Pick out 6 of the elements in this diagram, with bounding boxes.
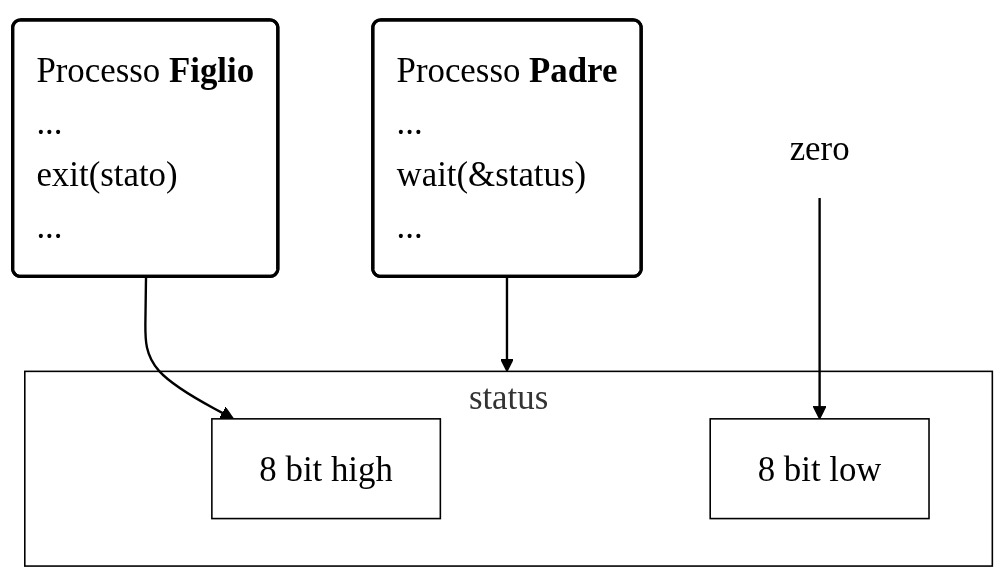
arrow (500, 276, 514, 372)
arrow (812, 198, 827, 420)
arrow (144, 277, 235, 420)
node-box: 8 bit low (709, 418, 930, 520)
node-text: zero (789, 128, 850, 168)
node-box: 8 bit high (211, 418, 442, 520)
